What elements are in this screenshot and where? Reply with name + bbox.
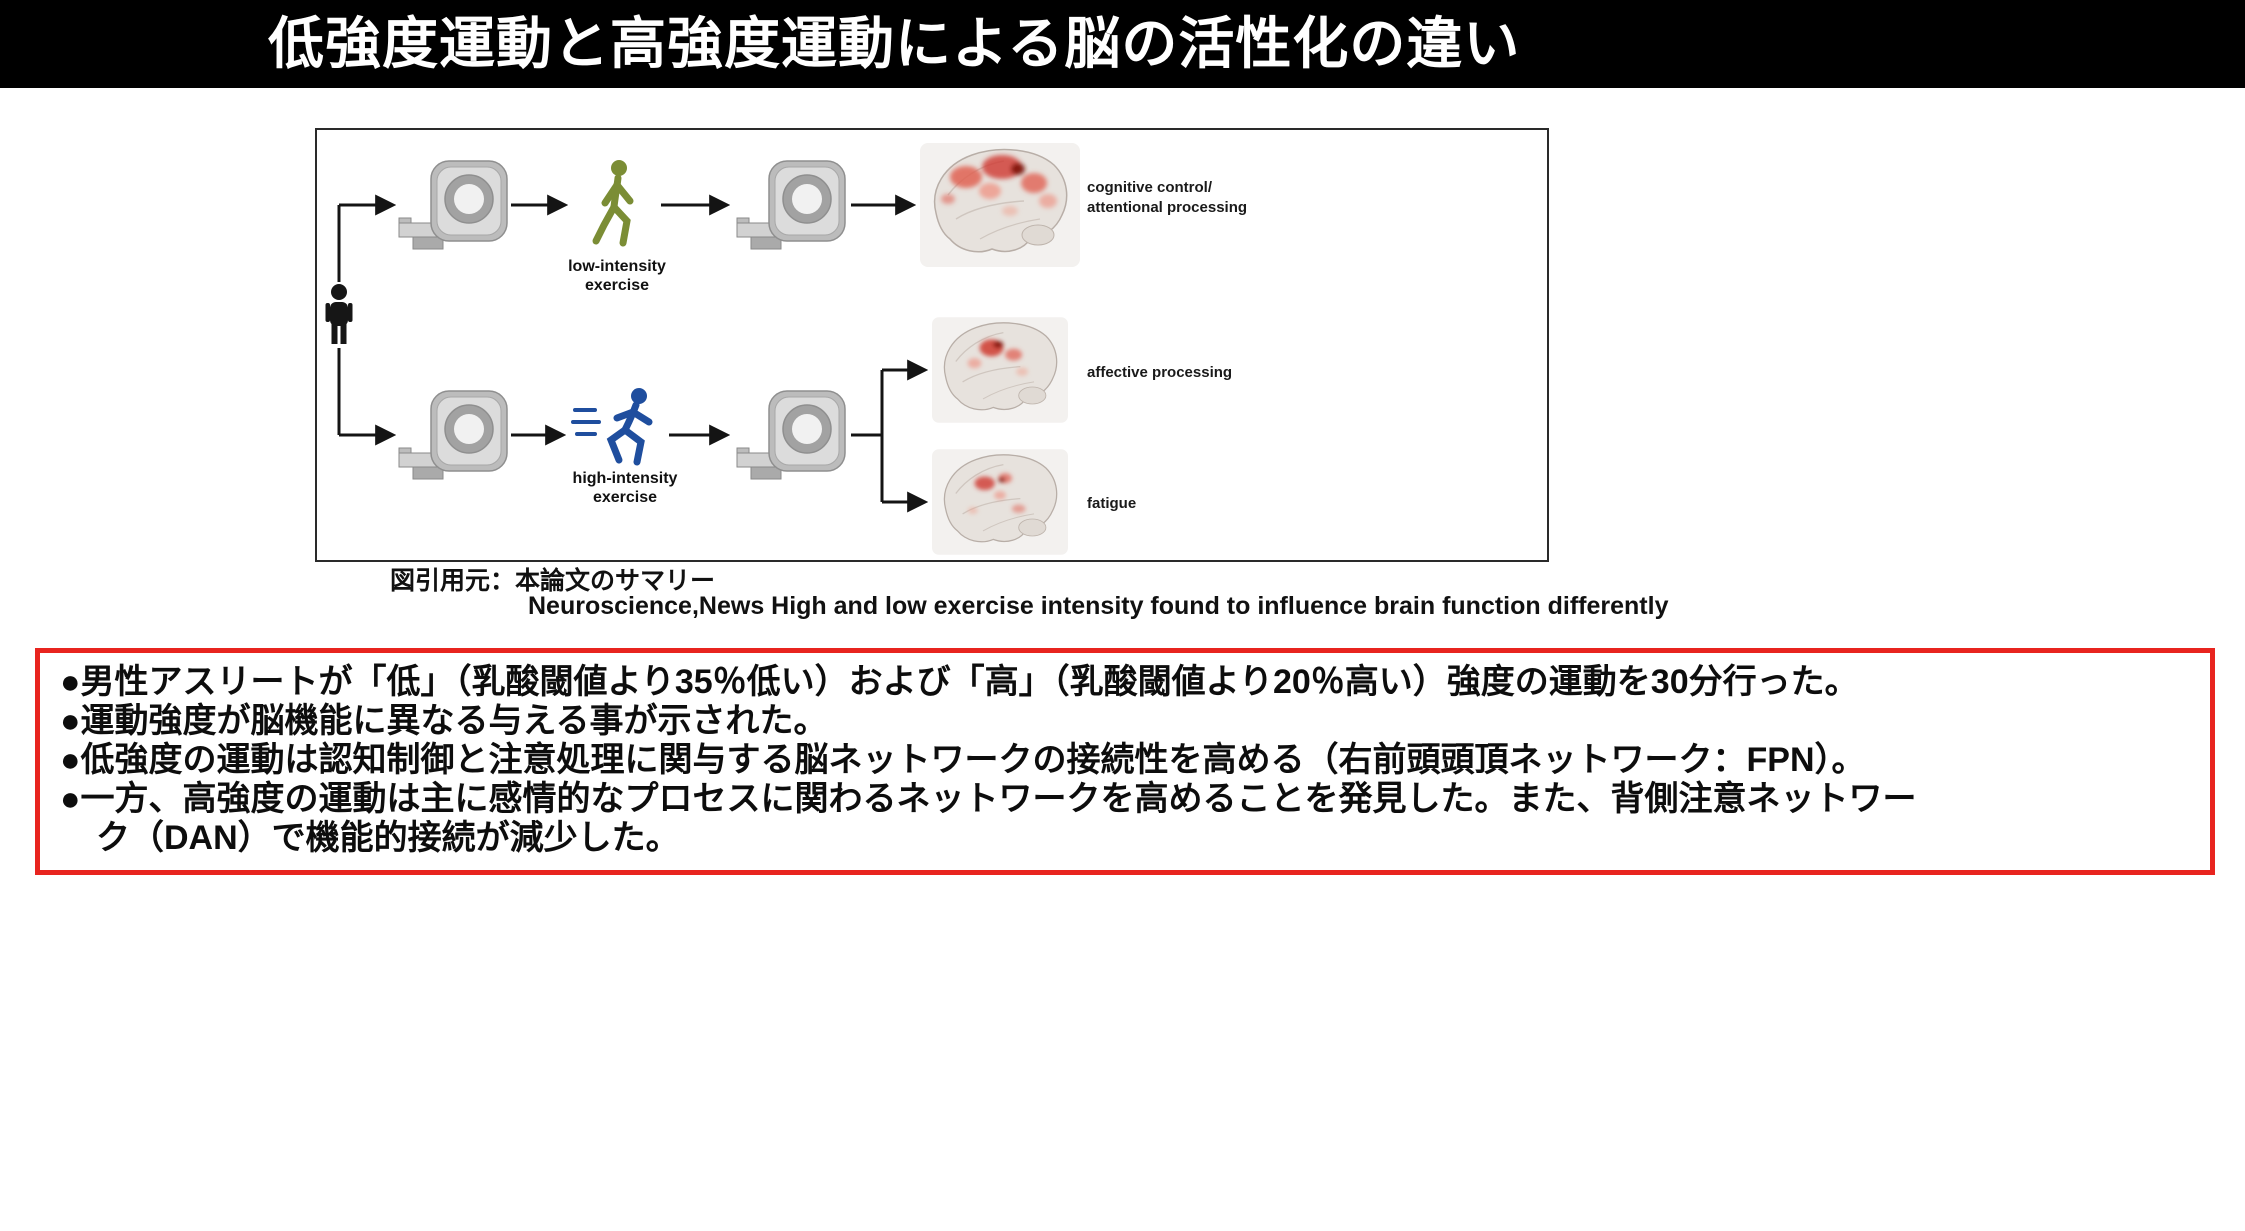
participant-icon — [325, 284, 353, 344]
title-bar: 低強度運動と高強度運動による脳の活性化の違い — [0, 0, 2245, 88]
high-intensity-label-line1: high-intensity — [573, 470, 678, 487]
high-intensity-label-line2: exercise — [593, 489, 657, 506]
figure-caption-reference: Neuroscience,News High and low exercise … — [528, 592, 1669, 620]
summary-bullet-4-continuation: ク（DAN）で機能的接続が減少した。 — [96, 819, 680, 857]
summary-bullet-2: ●運動強度が脳機能に異なる与える事が示された。 — [60, 702, 828, 740]
flow-arrows — [337, 194, 929, 513]
activation-blobs-affective — [967, 339, 1029, 376]
mri-scanner-pre-low — [398, 160, 508, 250]
brain-fatigue-image — [931, 448, 1069, 556]
walking-figure-icon — [592, 160, 634, 247]
figure-caption-source: 図引用元：本論文のサマリー — [390, 567, 716, 595]
mri-scanner-pre-high — [398, 390, 508, 480]
low-intensity-label-line2: exercise — [585, 277, 649, 294]
study-design-figure: low-intensity exercise high-intensity ex… — [325, 142, 1247, 556]
summary-bullet-4: ●一方、高強度の運動は主に感情的なプロセスに関わるネットワークを高めることを発見… — [60, 780, 1917, 818]
low-intensity-label-line1: low-intensity — [568, 258, 666, 275]
running-figure-icon — [571, 388, 653, 466]
fatigue-label: fatigue — [1087, 495, 1136, 512]
mri-scanner-post-high — [736, 390, 846, 480]
brain-cognitive-image — [919, 142, 1081, 268]
figure-panel: low-intensity exercise high-intensity ex… — [315, 128, 1549, 562]
affective-label: affective processing — [1087, 364, 1232, 381]
brain-affective-image — [931, 316, 1069, 424]
summary-box: ●男性アスリートが「低」（乳酸閾値より35％低い）および「高」（乳酸閾値より20… — [35, 648, 2215, 875]
cognitive-label-line2: attentional processing — [1087, 199, 1247, 216]
cognitive-label-line1: cognitive control/ — [1087, 179, 1213, 196]
summary-bullet-3: ●低強度の運動は認知制御と注意処理に関与する脳ネットワークの接続性を高める（右前… — [60, 741, 1866, 779]
slide-title: 低強度運動と高強度運動による脳の活性化の違い — [268, 12, 1521, 75]
activation-blobs-cognitive — [941, 155, 1057, 216]
summary-bullet-1: ●男性アスリートが「低」（乳酸閾値より35％低い）および「高」（乳酸閾値より20… — [60, 663, 1859, 701]
activation-blobs-fatigue — [967, 473, 1026, 514]
mri-scanner-post-low — [736, 160, 846, 250]
